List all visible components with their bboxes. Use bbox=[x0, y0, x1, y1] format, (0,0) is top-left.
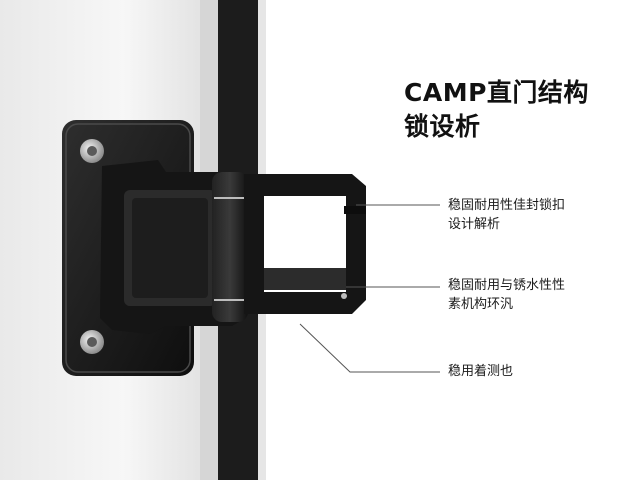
bottom-screw-icon bbox=[80, 330, 104, 354]
callout-1: 稳固耐用性佳封锁扣 设计解析 bbox=[448, 196, 628, 234]
callout-3-line-1: 稳用着测也 bbox=[448, 364, 514, 379]
callout-2-line-1: 稳固耐用与锈水性性 bbox=[448, 278, 566, 293]
callout-2: 稳固耐用与锈水性性 素机构环汎 bbox=[448, 276, 628, 314]
hinge-left-window-inner bbox=[132, 198, 208, 298]
top-screw-icon bbox=[80, 139, 104, 163]
latch-pin-icon bbox=[341, 293, 347, 299]
callout-2-line-2: 素机构环汎 bbox=[448, 297, 514, 312]
headline-line-2: 锁设析 bbox=[404, 112, 481, 141]
hinge-right-latch bbox=[264, 268, 346, 290]
callout-1-line-2: 设计解析 bbox=[448, 217, 501, 232]
callout-3: 稳用着测也 bbox=[448, 362, 628, 381]
hinge-knuckle bbox=[212, 172, 248, 322]
callout-1-line-1: 稳固耐用性佳封锁扣 bbox=[448, 198, 566, 213]
headline-line-1: CAMP直门结构 bbox=[404, 78, 589, 107]
headline: CAMP直门结构 锁设析 bbox=[404, 76, 624, 144]
hinge-right-notch-top bbox=[344, 206, 366, 214]
leader-line-3 bbox=[299, 323, 440, 373]
